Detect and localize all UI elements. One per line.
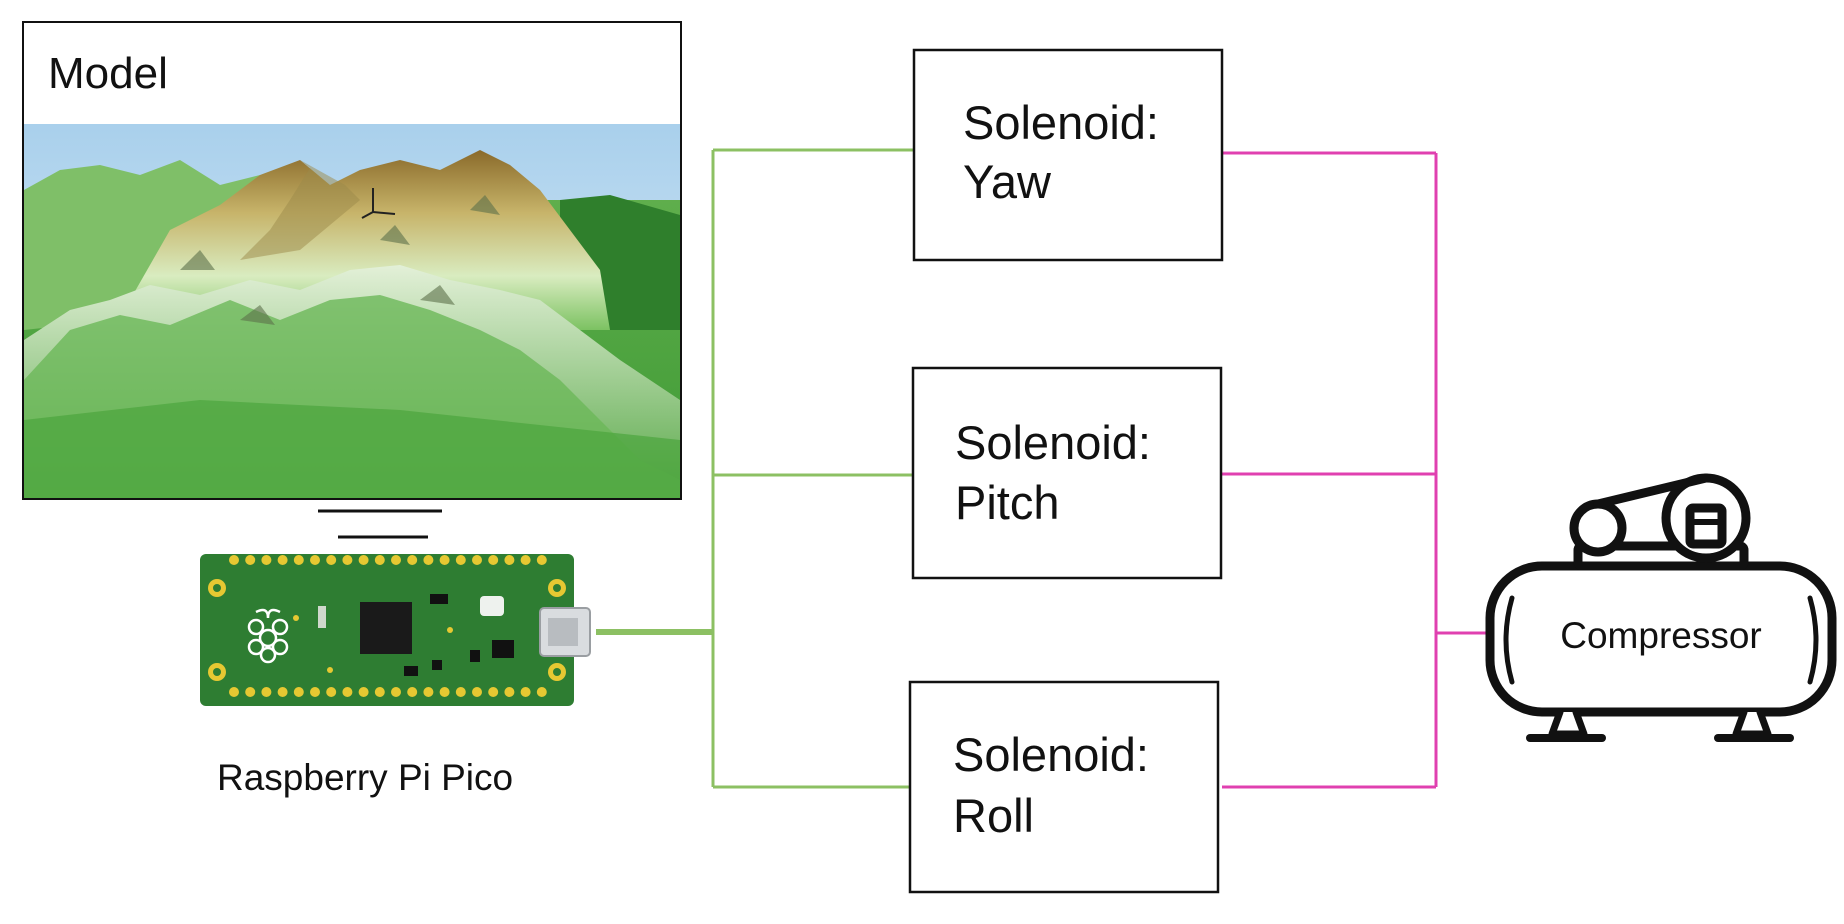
pico-header-pin <box>439 687 450 697</box>
solenoid-roll-box: Solenoid: Roll <box>908 680 1220 894</box>
pico-pin-row-bottom <box>229 687 547 697</box>
pico-header-pin <box>504 555 515 565</box>
pico-header-pin <box>245 687 256 697</box>
pico-header-pin <box>407 555 418 565</box>
pico-caption: Raspberry Pi Pico <box>217 757 513 798</box>
pico-header-pin <box>277 687 288 697</box>
pico-header-pin <box>326 687 337 697</box>
pico-header-pin <box>261 687 272 697</box>
pico-header-pin <box>488 687 499 697</box>
pico-header-pin <box>374 555 385 565</box>
pico-header-pin <box>536 555 547 565</box>
pico-header-pin <box>229 555 239 565</box>
pico-pin-row-top <box>229 555 547 565</box>
solenoid-pitch-label-line1: Solenoid: <box>955 416 1151 469</box>
pico-header-pin <box>520 555 531 565</box>
pico-header-pin <box>358 555 369 565</box>
solenoid-yaw-box: Solenoid: Yaw <box>912 48 1224 262</box>
pico-header-pin <box>472 687 482 697</box>
pico-header-pin <box>391 687 401 697</box>
pico-header-pin <box>504 687 515 697</box>
pico-header-pin <box>358 687 369 697</box>
pico-header-pin <box>423 555 434 565</box>
solenoid-pitch-box: Solenoid: Pitch <box>911 366 1223 580</box>
solenoid-yaw-label-line2: Yaw <box>963 155 1052 208</box>
solenoid-roll-label-line2: Roll <box>953 789 1034 842</box>
pico-header-pin <box>488 555 499 565</box>
pico-header-pin <box>407 687 418 697</box>
pico-header-pin <box>310 555 320 565</box>
pico-header-pin <box>455 687 466 697</box>
pico-header-pin <box>245 555 256 565</box>
raspberry-pi-pico-board <box>200 554 591 706</box>
control-wires <box>596 148 914 789</box>
pico-header-pin <box>423 687 434 697</box>
pico-header-pin <box>293 687 304 697</box>
pico-header-pin <box>310 687 320 697</box>
model-title: Model <box>48 49 168 98</box>
pico-header-pin <box>342 687 353 697</box>
model-panel: Model <box>22 21 682 500</box>
pico-header-pin <box>229 687 239 697</box>
pico-header-pin <box>536 687 547 697</box>
pico-header-pin <box>439 555 450 565</box>
compressor-label: Compressor <box>1560 615 1762 656</box>
pico-header-pin <box>261 555 272 565</box>
pico-header-pin <box>472 555 482 565</box>
pico-header-pin <box>391 555 401 565</box>
monitor-stand <box>318 509 442 539</box>
pico-header-pin <box>455 555 466 565</box>
solenoid-yaw-label-line1: Solenoid: <box>963 96 1159 149</box>
solenoid-roll-label-line1: Solenoid: <box>953 728 1149 781</box>
pico-header-pin <box>520 687 531 697</box>
air-compressor-icon <box>1485 473 1837 742</box>
pico-header-pin <box>342 555 353 565</box>
raspberry-logo-icon <box>247 608 289 664</box>
terrain-model-image <box>24 124 680 498</box>
pico-header-pin <box>374 687 385 697</box>
pico-header-pin <box>326 555 337 565</box>
solenoid-pitch-label-line2: Pitch <box>955 476 1060 529</box>
pico-header-pin <box>293 555 304 565</box>
air-lines <box>1222 151 1490 789</box>
pico-header-pin <box>277 555 288 565</box>
